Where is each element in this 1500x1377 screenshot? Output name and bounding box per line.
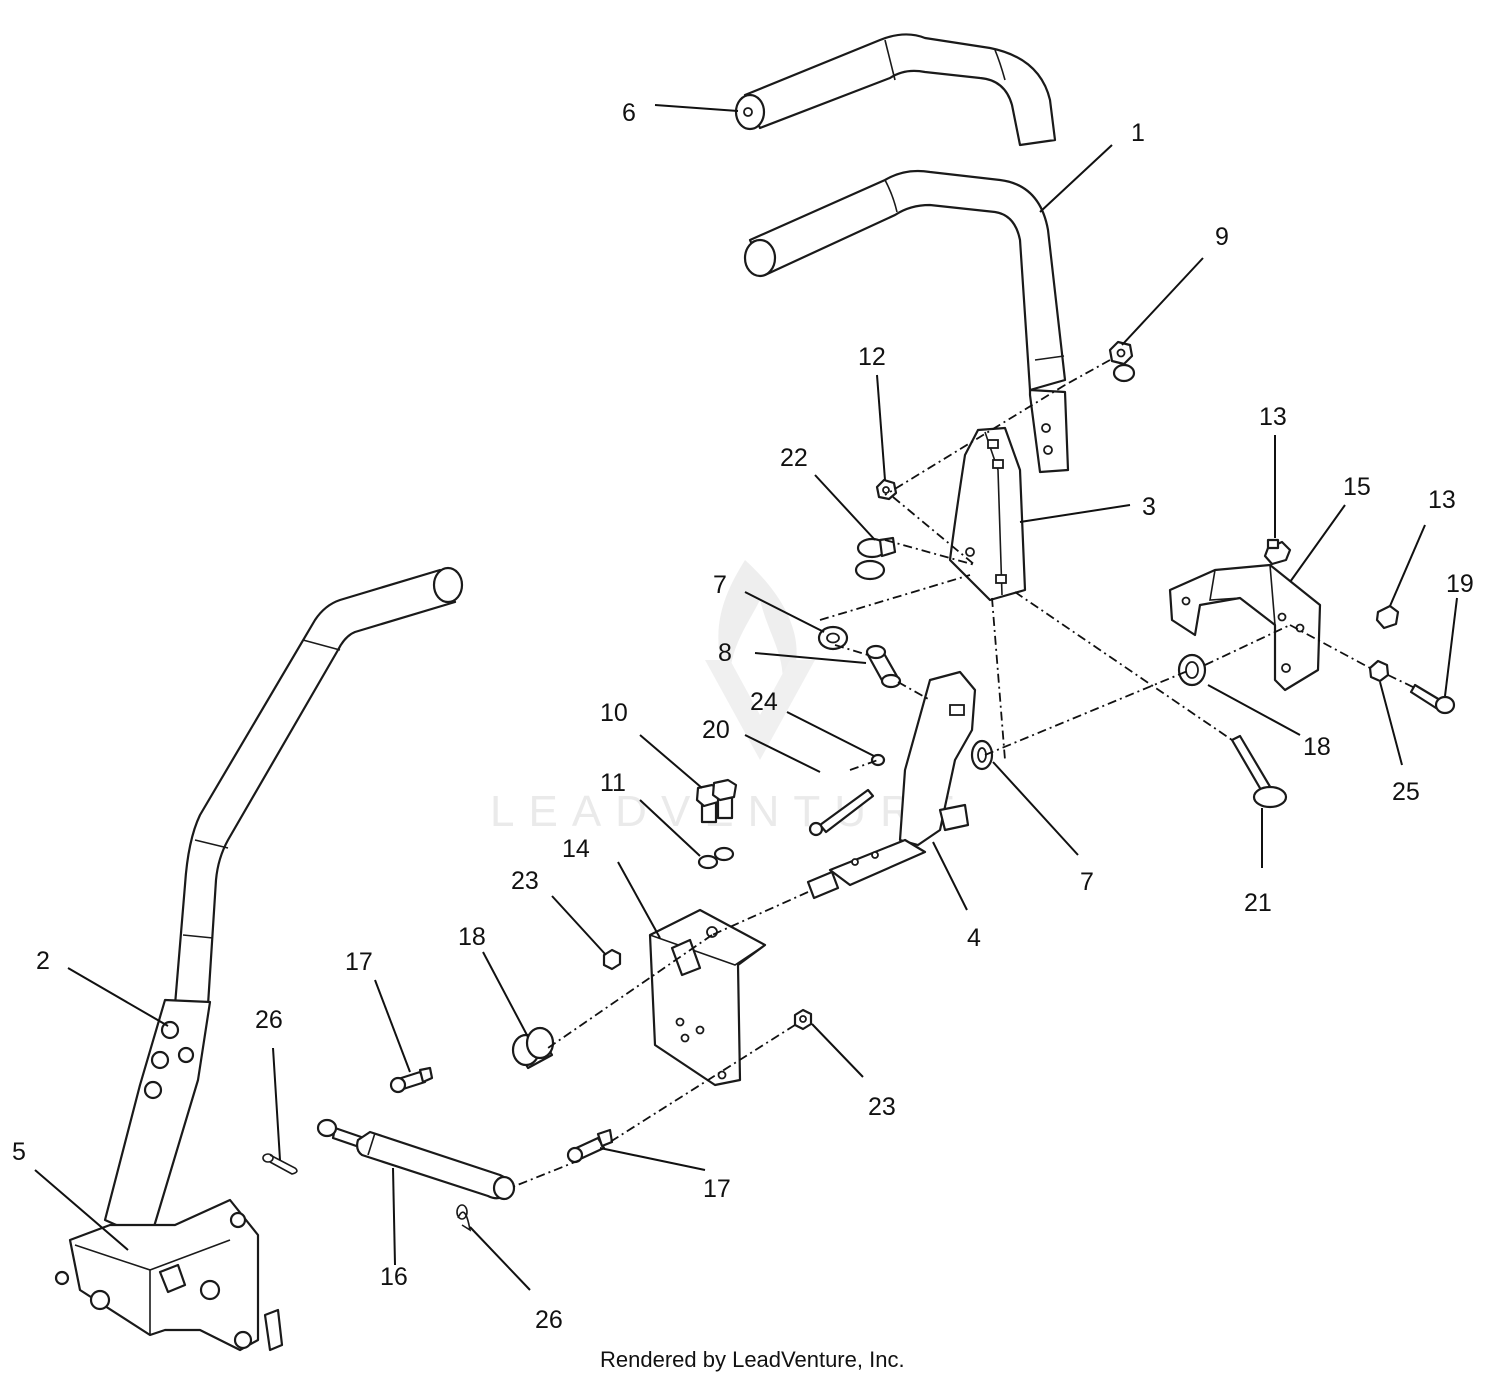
callout-18b: 18	[458, 923, 486, 951]
part-10-bolts	[695, 778, 738, 824]
part-14-plate	[648, 908, 767, 1087]
part-11-washers	[697, 846, 735, 870]
callout-7b: 7	[1080, 868, 1094, 896]
part-21-pin	[1230, 734, 1288, 809]
callout-17a: 17	[345, 948, 373, 976]
callout-labels: 6 1 9 12 22 3 13 15 13 19 7 8 24 20 10 1…	[12, 99, 1474, 1334]
callout-23a: 23	[511, 867, 539, 895]
callout-20: 20	[702, 716, 730, 744]
callout-4: 4	[967, 924, 981, 952]
callout-18a: 18	[1303, 733, 1331, 761]
part-25-nut	[1368, 659, 1390, 683]
watermark-logo	[705, 560, 815, 760]
part-12-nut	[875, 478, 898, 501]
part-17-ball-joint-upper	[389, 1066, 434, 1094]
callout-3: 3	[1142, 493, 1156, 521]
callout-23b: 23	[868, 1093, 896, 1121]
callout-26a: 26	[255, 1006, 283, 1034]
part-18-bushing-left	[511, 1026, 555, 1070]
callout-13b: 13	[1428, 486, 1456, 514]
part-26-cotter-left	[262, 1153, 298, 1175]
callout-9: 9	[1215, 223, 1229, 251]
part-4-pivot-arm	[806, 670, 977, 900]
callout-21: 21	[1244, 889, 1272, 917]
callout-10: 10	[600, 699, 628, 727]
part-1-handle	[743, 169, 1070, 474]
part-8-spacer	[865, 644, 902, 689]
callout-8: 8	[718, 639, 732, 667]
part-26-cotter-right	[456, 1204, 472, 1232]
part-2-handle	[103, 566, 464, 1242]
part-23-nut-upper	[602, 948, 622, 971]
leader-lines	[34, 104, 1458, 1291]
callout-26b: 26	[535, 1306, 563, 1334]
part-13-bolt-right	[1375, 604, 1400, 630]
callout-17b: 17	[703, 1175, 731, 1203]
part-19-bolt	[1409, 683, 1456, 715]
part-16-gas-spring	[316, 1118, 516, 1201]
callout-19: 19	[1446, 570, 1474, 598]
callout-12: 12	[858, 343, 886, 371]
callout-22: 22	[780, 444, 808, 472]
callout-11: 11	[600, 769, 626, 797]
part-3-bracket	[948, 426, 1027, 602]
callout-13a: 13	[1259, 403, 1287, 431]
callout-24: 24	[750, 688, 778, 716]
callout-2: 2	[36, 947, 50, 975]
callout-25: 25	[1392, 778, 1420, 806]
part-18-bushing-right	[1177, 653, 1207, 687]
part-24-clip	[870, 753, 886, 767]
part-6-handle	[734, 33, 1057, 147]
part-5-base	[54, 1198, 284, 1352]
assembly-lines	[509, 359, 1416, 1189]
callout-16: 16	[380, 1263, 408, 1291]
part-17-ball-joint-lower	[566, 1128, 614, 1164]
part-7-washer-lower	[970, 739, 994, 771]
part-13-bolt-upper	[1263, 538, 1292, 566]
callout-5: 5	[12, 1138, 26, 1166]
callout-1: 1	[1131, 119, 1145, 147]
part-23-nut-lower	[793, 1008, 813, 1031]
part-15-bracket	[1168, 563, 1322, 692]
part-22-pins	[854, 536, 897, 581]
part-9-nuts	[1108, 340, 1136, 383]
callout-6: 6	[622, 99, 636, 127]
part-7-washer-upper	[817, 625, 849, 651]
callout-15: 15	[1343, 473, 1371, 501]
callout-7a: 7	[713, 571, 727, 599]
credit-text: Rendered by LeadVenture, Inc.	[600, 1347, 905, 1372]
part-20-pin	[808, 788, 875, 837]
callout-14: 14	[562, 835, 590, 863]
